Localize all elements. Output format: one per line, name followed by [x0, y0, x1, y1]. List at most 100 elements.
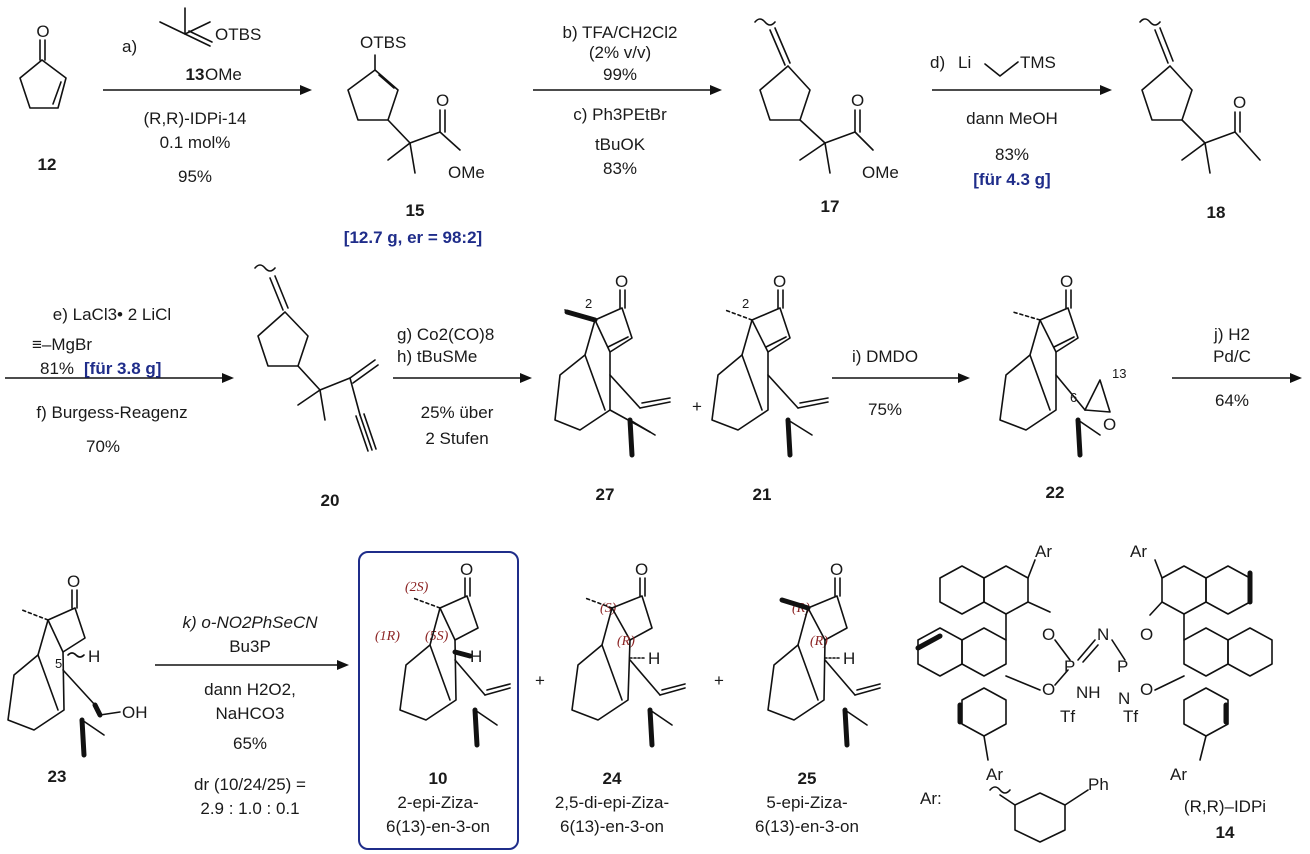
atom-ome: OMe: [205, 65, 242, 84]
step-b-yield: 99%: [603, 65, 637, 84]
atom-o-23: O: [67, 572, 80, 591]
step-e-yield: 81%: [40, 359, 74, 378]
atom-h-25: H: [843, 649, 855, 668]
label-18: 18: [1207, 203, 1226, 222]
compound-20: 20: [254, 264, 379, 510]
name-24: 2,5-di-epi-Ziza-: [555, 793, 669, 812]
atom-tf-2: Tf: [1123, 707, 1138, 726]
atom-tms: TMS: [1020, 53, 1056, 72]
atom-o-17: O: [851, 91, 864, 110]
label-10: 10: [429, 769, 448, 788]
step-d-label: d): [930, 53, 945, 72]
label-27: 27: [596, 485, 615, 504]
atom-p-1: P: [1064, 657, 1075, 676]
step-f: f) Burgess-Reagenz: [36, 403, 187, 422]
step-d-quench: dann MeOH: [966, 109, 1058, 128]
atom-n-tf: N: [1118, 689, 1130, 708]
atom-p-2: P: [1117, 657, 1128, 676]
step-c-yield: 83%: [603, 159, 637, 178]
step-k-reagent: k) o-NO2PhSeCN: [182, 613, 318, 632]
compound-27: O 2 27: [554, 272, 671, 504]
locant-6: 6: [1070, 390, 1077, 405]
atom-o-27: O: [615, 272, 628, 291]
label-12: 12: [38, 155, 57, 174]
step-d-yield: 83%: [995, 145, 1029, 164]
dr-ratio: 2.9 : 1.0 : 0.1: [200, 799, 299, 818]
label-15: 15: [406, 201, 425, 220]
atom-o: O: [36, 22, 49, 41]
note-15: [12.7 g, er = 98:2]: [344, 228, 482, 247]
atom-nh: NH: [1076, 683, 1101, 702]
stereo-2s: (2S): [405, 580, 429, 595]
step-a-loading: 0.1 mol%: [160, 133, 231, 152]
atom-o-22: O: [1060, 272, 1073, 291]
compound-21: O 2 21: [711, 272, 829, 504]
atom-h-24: H: [648, 649, 660, 668]
step-j-yield: 64%: [1215, 391, 1249, 410]
atom-o-18: O: [1233, 93, 1246, 112]
compound-24: O (S) (R) H 24 2,5-di-epi-Ziza- 6(13)-en…: [555, 560, 686, 836]
reagent-13: 13: [186, 65, 205, 84]
step-k-phosphine: Bu3P: [229, 637, 271, 656]
atom-o-idpi-2: O: [1042, 680, 1055, 699]
label-17: 17: [821, 197, 840, 216]
step-bc: b) TFA/CH2Cl2 (2% v/v) 99% c) Ph3PEtBr t…: [533, 23, 722, 178]
name-10b: 6(13)-en-3-on: [386, 817, 490, 836]
step-a-catalyst: (R,R)-IDPi-14: [144, 109, 247, 128]
reagent-ethynyl-mgbr: ≡–MgBr: [32, 335, 92, 354]
step-j: j) H2 Pd/C 64%: [1172, 325, 1302, 410]
stereo-s-24: (S): [600, 601, 617, 616]
atom-n-bridge: N: [1097, 625, 1109, 644]
step-c: c) Ph3PEtBr: [573, 105, 667, 124]
idpi-name: (R,R)–IDPi: [1184, 797, 1266, 816]
atom-ar-4: Ar: [1170, 765, 1187, 784]
atom-o-idpi-1: O: [1042, 625, 1055, 644]
compound-22: O 6 13 O 22: [999, 272, 1126, 502]
step-b-conc: (2% v/v): [589, 43, 651, 62]
label-24: 24: [603, 769, 622, 788]
atom-otbs: OTBS: [215, 25, 261, 44]
step-d-scale: [für 4.3 g]: [973, 170, 1050, 189]
step-j-catalyst: Pd/C: [1213, 347, 1251, 366]
step-f-yield: 70%: [86, 437, 120, 456]
step-ef: e) LaCl3• 2 LiCl ≡–MgBr 81% [für 3.8 g] …: [5, 305, 234, 456]
dr-label: dr (10/24/25) =: [194, 775, 306, 794]
atom-h-23: H: [88, 647, 100, 666]
compound-25: O (R) (R) H 25 5-epi-Ziza- 6(13)-en-3-on: [755, 560, 881, 836]
name-25b: 6(13)-en-3-on: [755, 817, 859, 836]
stereo-1r: (1R): [375, 629, 400, 644]
compound-18: O 18: [1139, 18, 1261, 222]
atom-o-24: O: [635, 560, 648, 579]
step-d: d) Li TMS dann MeOH 83% [für 4.3 g]: [930, 53, 1112, 189]
stereo-r-24: (R): [617, 634, 635, 649]
step-k-yield: 65%: [233, 734, 267, 753]
atom-ome-17: OMe: [862, 163, 899, 182]
step-a-yield: 95%: [178, 167, 212, 186]
atom-otbs-15: OTBS: [360, 33, 406, 52]
label-20: 20: [321, 491, 340, 510]
plus-1: +: [692, 397, 702, 416]
label-21: 21: [753, 485, 772, 504]
name-24b: 6(13)-en-3-on: [560, 817, 664, 836]
atom-o-10: O: [460, 560, 473, 579]
label-14: 14: [1216, 823, 1235, 842]
step-k-oxidant: dann H2O2,: [204, 680, 296, 699]
stereo-r-25b: (R): [810, 634, 828, 649]
atom-o-epoxide: O: [1103, 415, 1116, 434]
ar-definition-label: Ar:: [920, 789, 942, 808]
compound-17: O OMe 17: [754, 18, 899, 216]
name-10: 2-epi-Ziza-: [397, 793, 478, 812]
name-25: 5-epi-Ziza-: [766, 793, 847, 812]
atom-o-idpi-4: O: [1140, 680, 1153, 699]
atom-o-21: O: [773, 272, 786, 291]
atom-ar-2: Ar: [986, 765, 1003, 784]
step-k: k) o-NO2PhSeCN Bu3P dann H2O2, NaHCO3 65…: [155, 613, 349, 818]
atom-o-25: O: [830, 560, 843, 579]
step-gh: g) Co2(CO)8 h) tBuSMe 25% über 2 Stufen: [393, 325, 532, 448]
locant-5: 5: [55, 656, 62, 671]
step-e: e) LaCl3• 2 LiCl: [53, 305, 171, 324]
highlight-box-10: [358, 551, 519, 850]
atom-tf-1: Tf: [1060, 707, 1075, 726]
